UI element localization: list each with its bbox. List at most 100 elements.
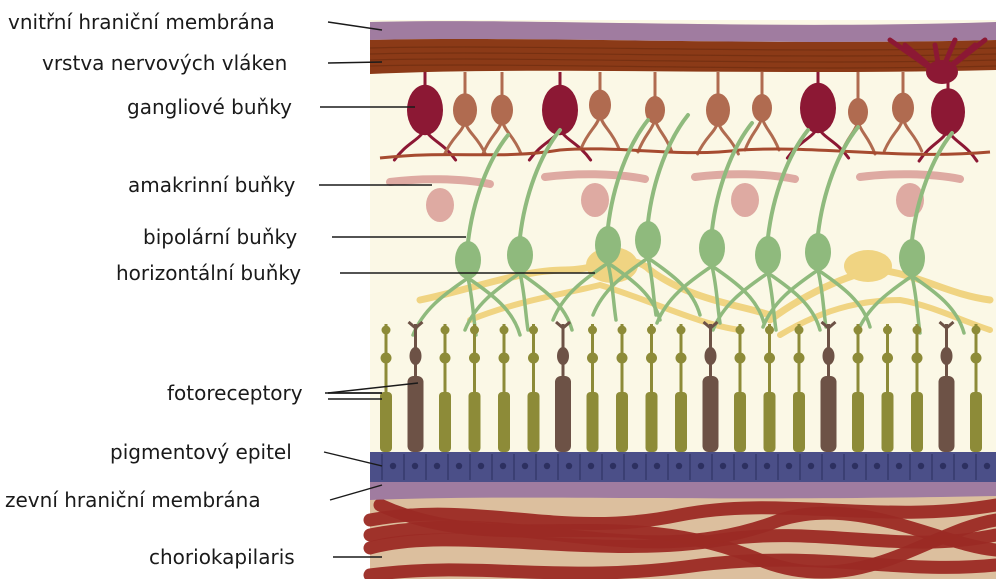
ganglion-cell-body <box>926 60 958 84</box>
pigment-cell-nucleus <box>918 463 924 469</box>
label-outer-membrane: zevní hraniční membrána <box>5 489 261 511</box>
rod-outer-segment <box>882 392 894 452</box>
label-photoreceptors: fotoreceptory <box>167 382 303 404</box>
pigment-cell-nucleus <box>962 463 968 469</box>
rod-synapse <box>500 326 509 335</box>
rod-synapse <box>795 326 804 335</box>
cone-nucleus <box>557 347 569 365</box>
rod-nucleus <box>469 353 480 364</box>
ganglion-cell-body <box>752 94 772 122</box>
rod-outer-segment <box>852 392 864 452</box>
rod-synapse <box>913 326 922 335</box>
rod-synapse <box>441 326 450 335</box>
bipolar-cell-body <box>805 233 831 271</box>
rod-synapse <box>647 326 656 335</box>
inner-limiting-membrane <box>370 21 996 42</box>
cone-nucleus <box>941 347 953 365</box>
bipolar-cell-body <box>755 236 781 274</box>
rod-nucleus <box>853 353 864 364</box>
pigment-cell-nucleus <box>412 463 418 469</box>
rod-outer-segment <box>528 392 540 452</box>
pigment-cell-nucleus <box>874 463 880 469</box>
amacrine-cell-body <box>581 183 609 217</box>
rod-nucleus <box>912 353 923 364</box>
pigment-cell-nucleus <box>676 463 682 469</box>
pigment-cell-nucleus <box>654 463 660 469</box>
label-pigment-epithelium: pigmentový epitel <box>110 441 292 463</box>
rod-outer-segment <box>498 392 510 452</box>
rod-nucleus <box>764 353 775 364</box>
pigment-cell-nucleus <box>632 463 638 469</box>
rod-nucleus <box>676 353 687 364</box>
pigment-cell-nucleus <box>896 463 902 469</box>
pigment-cell-nucleus <box>588 463 594 469</box>
nerve-fiber-layer <box>370 39 996 74</box>
label-nerve-fiber-layer: vrstva nervových vláken <box>42 52 287 74</box>
rod-outer-segment <box>911 392 923 452</box>
rod-synapse <box>382 326 391 335</box>
rod-synapse <box>972 326 981 335</box>
pigment-cell-nucleus <box>698 463 704 469</box>
label-horizontal-cells: horizontální buňky <box>116 262 301 284</box>
ganglion-cell-body <box>453 93 477 127</box>
pigment-cell-nucleus <box>390 463 396 469</box>
bipolar-cell-body <box>595 226 621 264</box>
rod-synapse <box>618 326 627 335</box>
rod-nucleus <box>440 353 451 364</box>
pigment-cell-nucleus <box>808 463 814 469</box>
pigment-cell-nucleus <box>786 463 792 469</box>
label-ganglion-cells: gangliové buňky <box>127 96 292 118</box>
rod-synapse <box>677 326 686 335</box>
pigment-cell-nucleus <box>522 463 528 469</box>
pigment-cell-nucleus <box>434 463 440 469</box>
rod-outer-segment <box>793 392 805 452</box>
ganglion-cell-body <box>407 85 443 135</box>
pigment-cell-nucleus <box>544 463 550 469</box>
pigment-cell-nucleus <box>456 463 462 469</box>
rod-outer-segment <box>380 392 392 452</box>
pigment-cell-nucleus <box>720 463 726 469</box>
rod-synapse <box>529 326 538 335</box>
label-choriocapillaris: choriokapilaris <box>149 546 295 568</box>
ganglion-cell-body <box>931 88 965 136</box>
cone-outer-segment <box>703 376 719 452</box>
rod-nucleus <box>528 353 539 364</box>
pigment-cell-nucleus <box>940 463 946 469</box>
pigment-cell-nucleus <box>610 463 616 469</box>
pigment-cell-nucleus <box>478 463 484 469</box>
rod-nucleus <box>971 353 982 364</box>
cone-outer-segment <box>408 376 424 452</box>
leader-line <box>328 62 382 63</box>
rod-outer-segment <box>646 392 658 452</box>
amacrine-cell-body <box>731 183 759 217</box>
rod-nucleus <box>646 353 657 364</box>
rod-nucleus <box>794 353 805 364</box>
cone-nucleus <box>705 347 717 365</box>
ganglion-cell-body <box>542 85 578 135</box>
rod-outer-segment <box>439 392 451 452</box>
bipolar-cell-body <box>635 221 661 259</box>
pigment-cell-nucleus <box>830 463 836 469</box>
bipolar-cell-body <box>507 236 533 274</box>
rod-synapse <box>470 326 479 335</box>
ganglion-cell-body <box>892 93 914 124</box>
pigment-cell-nucleus <box>742 463 748 469</box>
cone-outer-segment <box>939 376 955 452</box>
rod-outer-segment <box>764 392 776 452</box>
rod-synapse <box>854 326 863 335</box>
rod-synapse <box>588 326 597 335</box>
bipolar-cell-body <box>699 229 725 267</box>
rod-synapse <box>736 326 745 335</box>
rod-nucleus <box>617 353 628 364</box>
rod-synapse <box>765 326 774 335</box>
rod-synapse <box>883 326 892 335</box>
ganglion-cell-body <box>848 98 868 126</box>
rod-nucleus <box>499 353 510 364</box>
bipolar-cell-body <box>899 239 925 277</box>
ganglion-cell-body <box>491 95 513 126</box>
rod-outer-segment <box>616 392 628 452</box>
cone-outer-segment <box>555 376 571 452</box>
label-inner-membrane: vnitřní hraniční membrána <box>8 11 275 33</box>
rod-nucleus <box>882 353 893 364</box>
